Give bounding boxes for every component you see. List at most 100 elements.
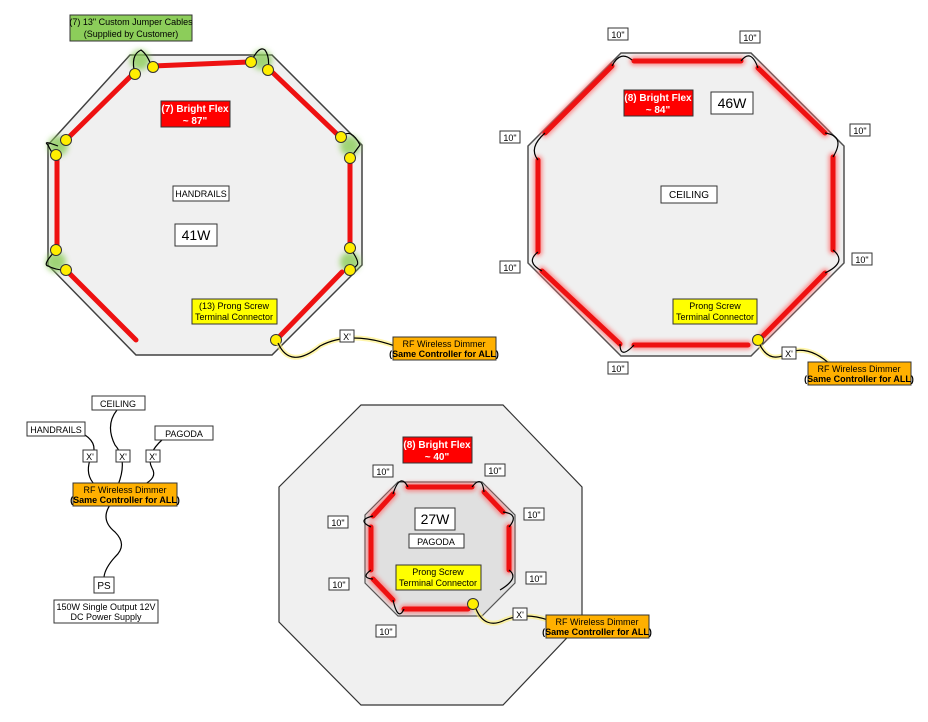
pagoda-watts: 27W [421, 511, 451, 527]
ceiling-lead-labels: 10" 10" 10" 10" 10" 10" 10" [499, 27, 873, 375]
pagoda-lead-labels: 10" 10" 10" 10" 10" 10" 10" [327, 463, 547, 638]
pagoda-x-box [512, 607, 528, 621]
svg-text:10": 10" [331, 518, 344, 528]
pagoda-name-box [408, 533, 465, 549]
jumper-label-line2: (Supplied by Customer) [84, 29, 179, 39]
pagoda-dimmer-line2: (Same Controller for ALL) [542, 627, 652, 637]
jumper-label-line1: (7) 13" Custom Jumper Cables [69, 17, 193, 27]
legend-dimmer-line2: (Same Controller for ALL) [70, 495, 180, 505]
pagoda-connector [467, 598, 479, 610]
legend-ps-box [93, 576, 115, 594]
svg-text:10": 10" [743, 33, 756, 43]
legend-ps: PS [97, 581, 111, 592]
ceiling-terminal-line1: Prong Screw [689, 301, 741, 311]
legend-x-box-2 [115, 449, 131, 463]
jumper-label-box [69, 14, 193, 42]
handrails-flex-strips [54, 59, 353, 343]
pagoda-name: PAGODA [417, 537, 455, 547]
svg-text:10": 10" [332, 580, 345, 590]
power-wiring-legend: CEILING HANDRAILS PAGODA X' X' X' RF Wir… [26, 395, 214, 624]
handrails-flex-label-line2: ~ 87" [183, 116, 208, 127]
legend-handrails: HANDRAILS [30, 425, 82, 435]
handrails-watts-box [174, 223, 218, 247]
handrails-watts: 41W [182, 227, 212, 243]
legend-x-box-3 [145, 449, 161, 463]
pagoda-flex-label-line2: ~ 40" [425, 452, 450, 463]
handrails-x-box [339, 329, 355, 343]
ceiling-watts-box [710, 91, 754, 115]
pagoda-dimmer-line1: RF Wireless Dimmer [556, 617, 639, 627]
handrails-terminal-box [191, 298, 278, 325]
legend-x-label-3: X' [149, 452, 157, 462]
svg-text:10": 10" [855, 255, 868, 265]
handrails-dimmer-line1: RF Wireless Dimmer [403, 339, 486, 349]
legend-pagoda-box [154, 425, 214, 441]
ceiling-watts: 46W [718, 95, 748, 111]
legend-psu-box [53, 599, 159, 624]
legend-dimmer-line1: RF Wireless Dimmer [84, 485, 167, 495]
handrails-terminal-line1: (13) Prong Screw [199, 301, 270, 311]
ceiling-flex-strips [535, 58, 836, 348]
legend-x-box-1 [82, 449, 98, 463]
pagoda-diagram: 10" 10" 10" 10" 10" 10" 10" (8) Bright F… [278, 404, 652, 706]
legend-ceiling: CEILING [100, 399, 136, 409]
svg-text:10": 10" [853, 126, 866, 136]
ceiling-diagram: 10" 10" 10" 10" 10" 10" 10" (8) Bright F… [499, 27, 914, 386]
pagoda-x-label: X' [516, 610, 524, 620]
pagoda-terminal-line2: Terminal Connector [399, 578, 477, 588]
legend-psu-line2: DC Power Supply [70, 612, 142, 622]
ceiling-x-box [781, 346, 797, 360]
handrails-dimmer-line2: (Same Controller for ALL) [389, 349, 499, 359]
handrails-dimmer-box [392, 336, 497, 361]
pagoda-flex-label-box [402, 436, 473, 464]
ceiling-corner-leads [531, 55, 840, 353]
svg-text:10": 10" [503, 263, 516, 273]
pagoda-dimmer-box [545, 614, 650, 639]
ceiling-flex-label-line1: (8) Bright Flex [624, 93, 692, 104]
handrails-x-label: X' [343, 332, 351, 342]
svg-text:10": 10" [379, 627, 392, 637]
legend-psu-line1: 150W Single Output 12V [56, 602, 155, 612]
pagoda-terminal-box [395, 564, 482, 591]
handrails-lead [277, 337, 396, 358]
handrails-flex-label-box [160, 100, 231, 128]
legend-ceiling-box [91, 395, 146, 411]
ceiling-flex-label-line2: ~ 84" [646, 105, 671, 116]
handrails-terminal-line2: Terminal Connector [195, 312, 273, 322]
handrails-name-box [172, 185, 230, 202]
ceiling-name: CEILING [669, 190, 709, 201]
svg-text:10": 10" [611, 30, 624, 40]
pagoda-flex-label-line1: (8) Bright Flex [403, 440, 471, 451]
handrails-octagon [47, 54, 363, 356]
legend-x-label-2: X' [119, 452, 127, 462]
legend-dimmer-box [72, 482, 178, 507]
ceiling-octagon [527, 52, 845, 357]
handrails-flex-label-line1: (7) Bright Flex [161, 104, 229, 115]
legend-pagoda: PAGODA [165, 429, 203, 439]
ceiling-dimmer-box [807, 361, 912, 386]
pagoda-corner-leads [363, 480, 514, 615]
svg-text:10": 10" [529, 574, 542, 584]
ceiling-dimmer-line2: (Same Controller for ALL) [804, 374, 914, 384]
svg-text:10": 10" [376, 467, 389, 477]
pagoda-lead [475, 608, 549, 624]
svg-text:10": 10" [503, 133, 516, 143]
svg-text:10": 10" [527, 510, 540, 520]
ceiling-connector [752, 334, 764, 346]
legend-x-label-1: X' [86, 452, 94, 462]
pagoda-flex-strips [368, 484, 512, 612]
ceiling-terminal-box [672, 298, 758, 325]
legend-handrails-box [26, 421, 86, 437]
pagoda-watts-box [414, 507, 456, 531]
ceiling-dimmer-line1: RF Wireless Dimmer [818, 364, 901, 374]
ceiling-x-label: X' [785, 349, 793, 359]
pagoda-terminal-line1: Prong Screw [412, 567, 464, 577]
ceiling-terminal-line2: Terminal Connector [676, 312, 754, 322]
ceiling-flex-label-box [623, 89, 694, 117]
svg-text:10": 10" [488, 466, 501, 476]
ceiling-name-box [660, 185, 718, 204]
svg-text:10": 10" [611, 364, 624, 374]
handrails-diagram: (7) 13" Custom Jumper Cables (Supplied b… [45, 14, 499, 361]
handrails-name: HANDRAILS [175, 189, 227, 199]
